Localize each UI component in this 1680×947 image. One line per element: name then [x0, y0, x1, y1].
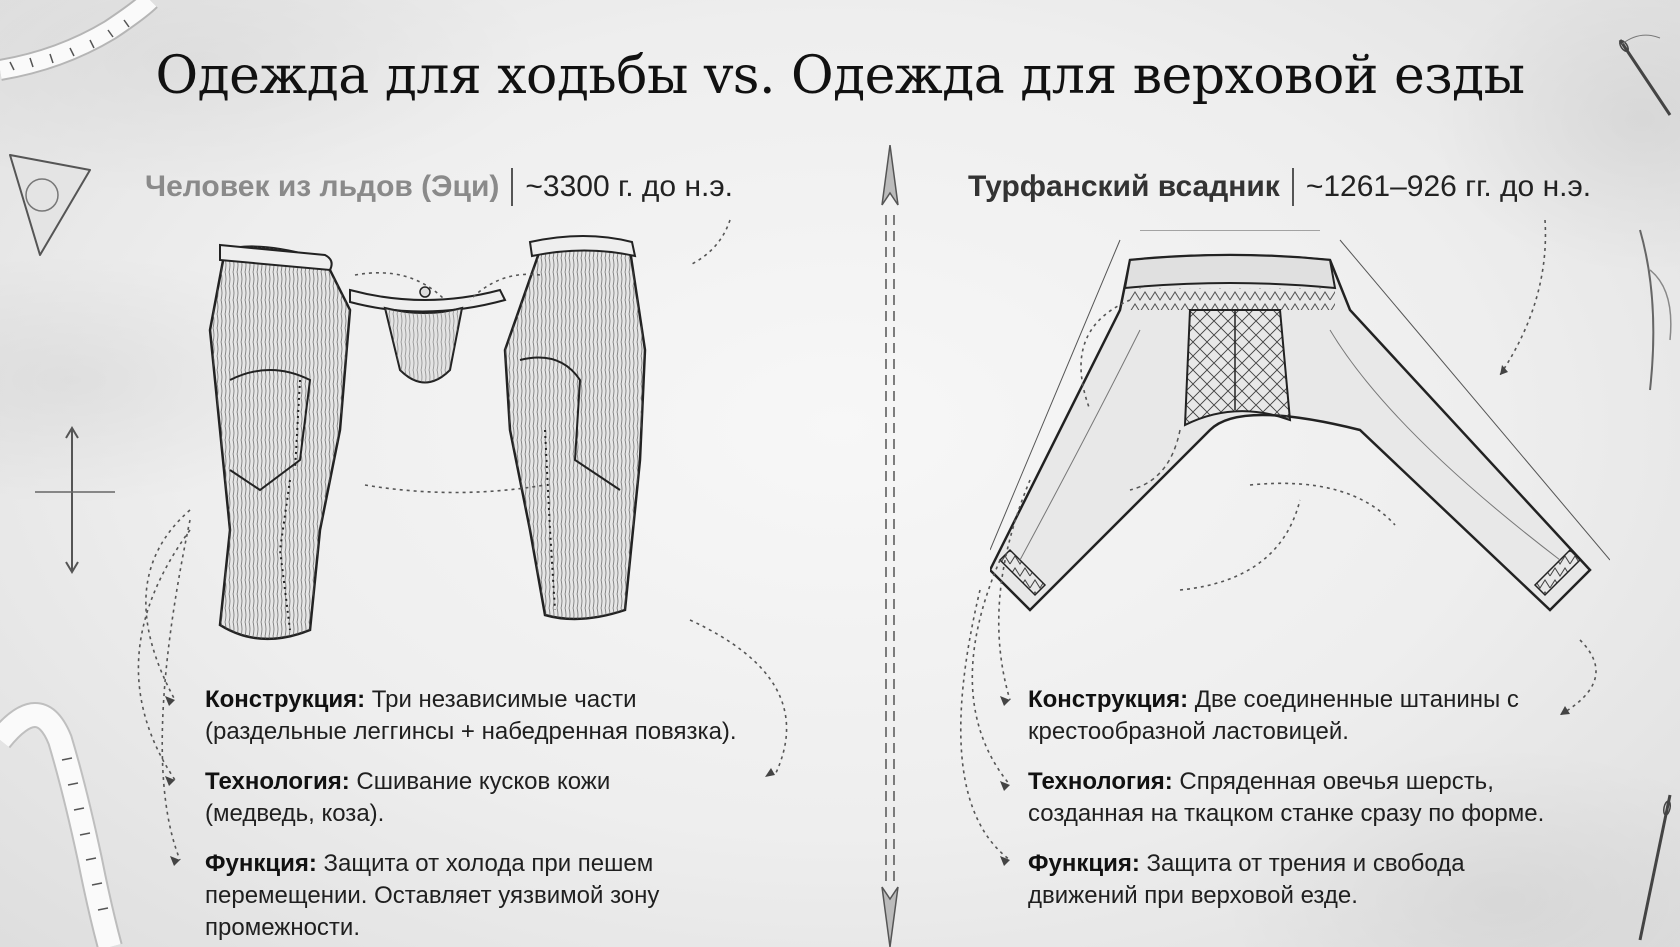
- right-info-technology: Технология: Спряденная овечья шерсть, со…: [1028, 766, 1544, 830]
- right-subject-name: Турфанский всадник: [968, 170, 1280, 203]
- info-label: Функция:: [1028, 850, 1140, 877]
- measuring-tape-bottom-left-icon: [0, 702, 123, 947]
- measure-cross-icon: [35, 426, 115, 574]
- info-text: (раздельные леггинсы + набедренная повяз…: [205, 718, 737, 745]
- left-info-construction: Конструкция: Три независимые части (разд…: [205, 684, 737, 748]
- left-info-function: Функция: Защита от холода при пешем пере…: [205, 848, 659, 944]
- info-label: Технология:: [205, 768, 350, 795]
- scissors-outline-icon: [1639, 229, 1672, 391]
- info-label: Технология:: [1028, 768, 1173, 795]
- right-subheading: Турфанский всадник ~1261–926 гг. до н.э.: [968, 168, 1591, 206]
- loincloth: [349, 286, 507, 384]
- info-text: Сшивание кусков кожи: [349, 768, 611, 795]
- subheading-separator: [511, 168, 514, 206]
- left-legging: [208, 243, 352, 641]
- center-divider-arrow: [881, 145, 899, 947]
- info-text: перемещении. Оставляет уязвимой зону: [205, 882, 660, 909]
- needle-top-right-icon: [1618, 34, 1672, 116]
- right-subject-date: ~1261–926 гг. до н.э.: [1305, 170, 1592, 203]
- info-text: Две соединенные штанины с: [1188, 686, 1519, 713]
- info-text: промежности.: [205, 914, 360, 941]
- right-legging: [503, 235, 647, 621]
- info-text: Защита от трения и свобода: [1139, 850, 1465, 877]
- needle-bottom-right-icon: [1638, 794, 1672, 941]
- measuring-tape-top-left-icon: [0, 0, 158, 81]
- right-info-function: Функция: Защита от трения и свобода движ…: [1028, 848, 1465, 912]
- woven-trousers-illustration: [990, 230, 1610, 612]
- subheading-separator: [1291, 168, 1294, 206]
- info-text: движений при верховой езде.: [1028, 882, 1358, 909]
- info-text: созданная на ткацком станке сразу по фор…: [1028, 800, 1545, 827]
- chalk-triangle-icon: [9, 154, 91, 256]
- left-info-technology: Технология: Сшивание кусков кожи (медвед…: [205, 766, 610, 830]
- left-subheading: Человек из льдов (Эци) ~3300 г. до н.э.: [145, 168, 733, 206]
- info-text: (медведь, коза).: [205, 800, 385, 827]
- left-subject-date: ~3300 г. до н.э.: [525, 170, 733, 203]
- info-text: Защита от холода при пешем: [316, 850, 654, 877]
- page-title: Одежда для ходьбы vs. Одежда для верхово…: [155, 46, 1525, 106]
- info-label: Конструкция:: [205, 686, 366, 713]
- info-text: крестообразной ластовицей.: [1028, 718, 1349, 745]
- left-subject-name: Человек из льдов (Эци): [145, 170, 500, 203]
- right-info-construction: Конструкция: Две соединенные штанины с к…: [1028, 684, 1519, 748]
- info-text: Спряденная овечья шерсть,: [1172, 768, 1494, 795]
- fur-leggings-illustration: [208, 235, 647, 641]
- info-label: Функция:: [205, 850, 317, 877]
- info-label: Конструкция:: [1028, 686, 1189, 713]
- info-text: Три независимые части: [365, 686, 637, 713]
